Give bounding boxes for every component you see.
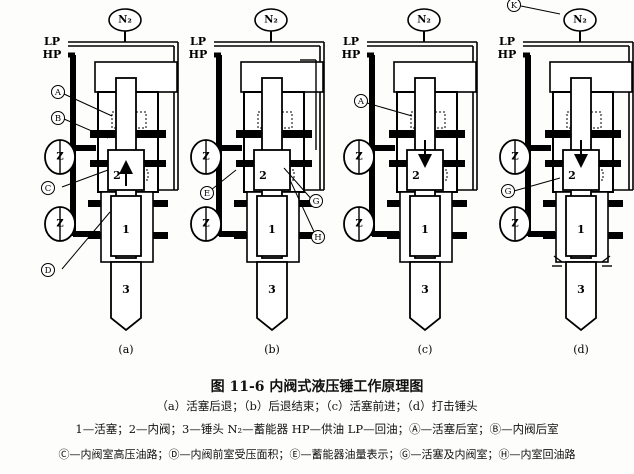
accumulator-label: Z <box>202 219 209 230</box>
piston-number: 1 <box>577 223 585 236</box>
panel-label-b: (b) <box>264 343 280 356</box>
accumulator-label: Z <box>511 152 518 163</box>
accumulator-label: Z <box>355 152 362 163</box>
piston-number: 1 <box>122 223 130 236</box>
marker-circle-e <box>200 186 214 200</box>
marker-circle-c <box>41 181 55 195</box>
valve-number: 2 <box>412 169 420 182</box>
n2-label: N₂ <box>417 15 431 26</box>
marker-circle-b <box>51 111 65 125</box>
marker-c: C <box>45 184 52 194</box>
hp-label: HP <box>498 48 517 61</box>
marker-h: H <box>314 233 321 243</box>
accumulator-label: Z <box>511 219 518 230</box>
lp-label: LP <box>190 35 206 48</box>
marker-a: A <box>357 97 365 107</box>
accumulator-label: Z <box>355 219 362 230</box>
hammer-number: 3 <box>122 283 130 296</box>
marker-a: A <box>54 88 62 98</box>
figure-subcaption: （a）活塞后退；（b）后退结束；（c）活塞前进；（d）打击锤头 <box>156 399 478 413</box>
accumulator-label: Z <box>56 152 63 163</box>
valve-number: 2 <box>568 169 576 182</box>
legend-line-1: 1—活塞；2—内阀；3—锤头 N₂—蓄能器 HP—供油 LP—回油；Ⓐ—活塞后室… <box>75 422 559 436</box>
marker-k: K <box>511 1 518 11</box>
hp-label: HP <box>342 48 361 61</box>
valve-number: 2 <box>113 169 121 182</box>
marker-circle-g <box>501 184 515 198</box>
hammer-number: 3 <box>421 283 429 296</box>
marker-circle-g <box>309 194 323 208</box>
panel-label-c: (c) <box>418 343 433 356</box>
panel-label-a: (a) <box>118 343 133 356</box>
piston-number: 1 <box>421 223 429 236</box>
marker-e: E <box>204 189 210 199</box>
marker-b: B <box>55 114 61 124</box>
n2-label: N₂ <box>118 15 132 26</box>
accumulator-label: Z <box>56 219 63 230</box>
lp-label: LP <box>44 35 60 48</box>
panel-label-d: (d) <box>573 343 589 356</box>
accumulator-label: Z <box>202 152 209 163</box>
marker-circle-a <box>51 85 65 99</box>
hammer-number: 3 <box>268 283 276 296</box>
diagram-b <box>191 9 324 330</box>
figure-title: 图 11-6 内阀式液压锤工作原理图 <box>210 379 424 395</box>
marker-g: G <box>505 187 512 197</box>
impact-mark-d <box>552 255 612 267</box>
hp-label: HP <box>43 48 62 61</box>
lp-label: LP <box>499 35 515 48</box>
marker-circle-d <box>41 263 55 277</box>
marker-circle-a <box>354 94 368 108</box>
piston-number: 1 <box>268 223 276 236</box>
n2-label: N₂ <box>264 15 278 26</box>
diagram-d <box>500 9 633 330</box>
marker-circle-k <box>507 0 521 12</box>
hammer-number: 3 <box>577 283 585 296</box>
hp-label: HP <box>189 48 208 61</box>
diagram-a <box>45 9 178 330</box>
lp-label: LP <box>343 35 359 48</box>
valve-number: 2 <box>259 169 267 182</box>
marker-circle-h <box>311 230 325 244</box>
legend-line-2: Ⓒ—内阀室高压油路；Ⓓ—内阀前室受压面积；Ⓔ—蓄能器油量表示；Ⓖ—活塞及内阀室；… <box>58 448 576 461</box>
n2-label: N₂ <box>573 15 587 26</box>
marker-d: D <box>45 266 52 276</box>
marker-g: G <box>313 197 320 207</box>
diagram-c <box>344 9 477 330</box>
